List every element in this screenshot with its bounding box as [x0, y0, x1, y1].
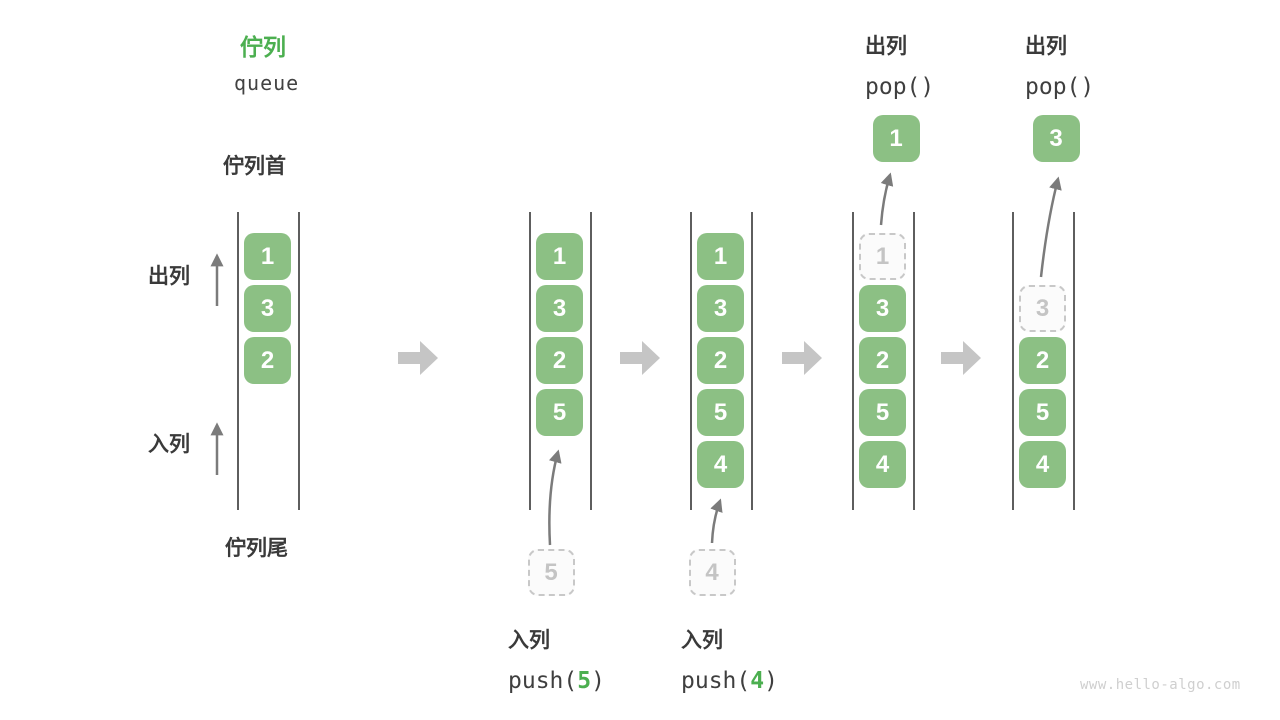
queue-wall-right	[298, 212, 300, 510]
queue-item-box: 1	[536, 233, 583, 280]
diagram-title-zh: 佇列	[240, 34, 286, 60]
queue-wall-right	[1073, 212, 1075, 510]
diagram-title-en: queue	[234, 71, 300, 95]
queue-wall-right	[590, 212, 592, 510]
queue-wall-left	[690, 212, 692, 510]
queue-item-box: 2	[1019, 337, 1066, 384]
incoming-item-box: 4	[688, 549, 736, 596]
pop-3-arrow	[1039, 176, 1062, 278]
push-operation-2-code: push(4)	[681, 668, 778, 694]
push-operation-2-code-close: )	[764, 668, 778, 694]
queue-item-box: 2	[697, 337, 744, 384]
queue-wall-left	[237, 212, 239, 510]
queue-item-removed-slot: 1	[859, 233, 906, 280]
popped-item-box: 1	[872, 115, 920, 162]
push-operation-1-label: 入列	[508, 629, 550, 652]
push-4-arrow	[710, 498, 723, 544]
queue-item-box: 4	[697, 441, 744, 488]
queue-wall-left	[1012, 212, 1014, 510]
pop-operation-1: 出列 pop()	[865, 30, 934, 100]
pop-1-arrow	[879, 172, 894, 226]
pop-operation-2-label: 出列	[1025, 35, 1067, 58]
queue-wall-left	[852, 212, 854, 510]
queue-item-box: 1	[244, 233, 291, 280]
queue-wall-right	[751, 212, 753, 510]
queue-item-box: 4	[1019, 441, 1066, 488]
queue-item-box: 3	[697, 285, 744, 332]
push-operation-2-code-open: push(	[681, 668, 751, 694]
queue-item-box: 1	[697, 233, 744, 280]
watermark: www.hello-algo.com	[1080, 677, 1241, 693]
queue-item-box: 3	[859, 285, 906, 332]
queue-item-box: 5	[1019, 389, 1066, 436]
push-operation-1: 入列 push(5)	[508, 624, 605, 694]
pop-operation-1-label: 出列	[865, 35, 907, 58]
queue-item-box: 5	[859, 389, 906, 436]
push-operation-2: 入列 push(4)	[681, 624, 778, 694]
popped-item-box: 3	[1032, 115, 1080, 162]
queue-item-box: 4	[859, 441, 906, 488]
pop-operation-1-code: pop()	[865, 74, 935, 100]
queue-rear-label: 佇列尾	[225, 537, 288, 560]
incoming-item-box: 5	[527, 549, 575, 596]
queue-item-box: 5	[697, 389, 744, 436]
state-transition-arrow-3	[782, 341, 822, 375]
push-operation-2-label: 入列	[681, 629, 723, 652]
queue-item-box: 5	[536, 389, 583, 436]
queue-item-box: 3	[244, 285, 291, 332]
push-operation-1-code: push(5)	[508, 668, 605, 694]
enqueue-label: 入列	[148, 433, 190, 456]
dequeue-label: 出列	[148, 265, 190, 288]
state-transition-arrow-2	[620, 341, 660, 375]
queue-item-box: 3	[536, 285, 583, 332]
queue-item-removed-slot: 3	[1019, 285, 1066, 332]
state-transition-arrow-1	[398, 341, 438, 375]
push-operation-1-code-open: push(	[508, 668, 578, 694]
pop-operation-2-code: pop()	[1025, 74, 1095, 100]
queue-item-box: 2	[244, 337, 291, 384]
state-transition-arrow-4	[941, 341, 981, 375]
queue-wall-left	[529, 212, 531, 510]
push-operation-2-code-arg: 4	[750, 668, 765, 694]
push-operation-1-code-close: )	[591, 668, 605, 694]
queue-wall-right	[913, 212, 915, 510]
queue-front-label: 佇列首	[223, 155, 286, 178]
push-5-arrow	[548, 449, 562, 546]
push-operation-1-code-arg: 5	[577, 668, 592, 694]
pop-operation-2: 出列 pop()	[1025, 30, 1094, 100]
queue-item-box: 2	[536, 337, 583, 384]
queue-item-box: 2	[859, 337, 906, 384]
